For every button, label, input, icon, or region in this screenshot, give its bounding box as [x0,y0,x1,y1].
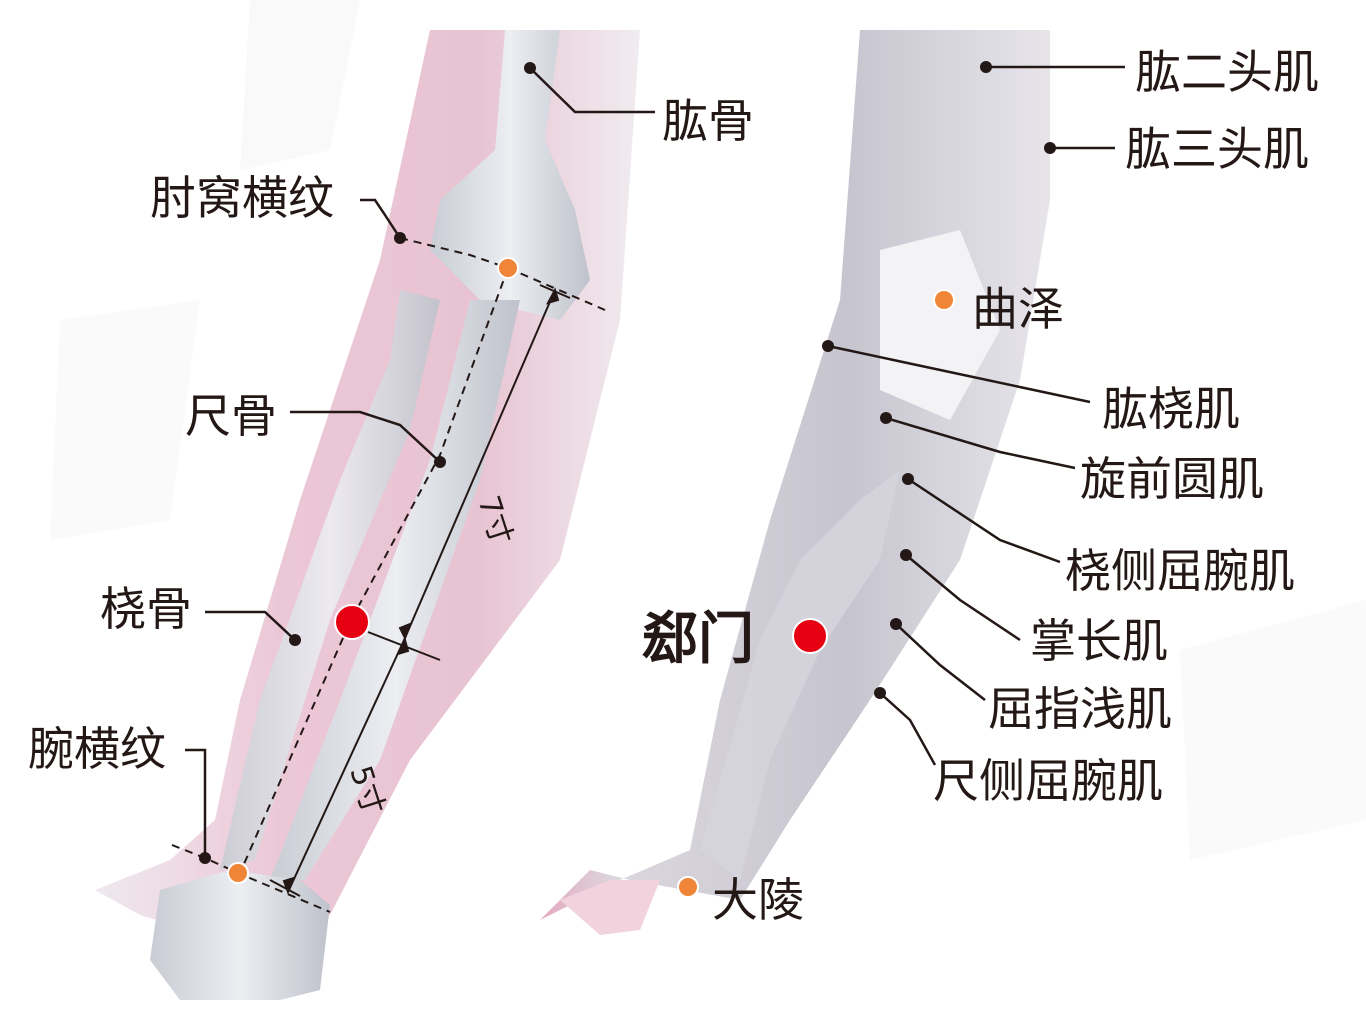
right-forearm-tendons [700,470,900,880]
left-leader-dots [199,62,536,864]
right-arm-tendon-sheet [880,230,1000,420]
ulna-bone [270,300,520,880]
label-biceps: 肱二头肌 [1135,45,1319,99]
label-humerus: 肱骨 [662,94,754,148]
right-leader-lines [827,65,1125,766]
label-brachioradialis: 肱桡肌 [1102,382,1240,436]
measurement-lines [269,284,571,897]
daling-point [677,876,699,898]
label-quze: 曲泽 [972,282,1064,336]
daling-point-left [227,862,249,884]
watermark [50,0,1366,860]
label-elbow-crease: 肘窝横纹 [150,171,334,225]
label-flexor-digitorum-superficialis: 屈指浅肌 [988,682,1172,736]
right-arm-illustration [540,30,1050,935]
carpal-bones [150,870,330,1000]
quze-point [933,289,955,311]
left-leader-lines [185,67,655,858]
crease-lines [171,237,606,913]
label-daling: 大陵 [712,873,804,927]
label-palmaris-longus: 掌长肌 [1030,614,1168,668]
label-flexor-carpi-radialis: 桡侧屈腕肌 [1065,544,1295,598]
label-ulna: 尺骨 [185,389,277,443]
right-hand-skin [560,880,660,935]
humerus-bone [430,30,590,320]
right-leader-dots [822,61,1056,699]
ximen-point [792,618,828,654]
label-pronator-teres: 旋前圆肌 [1080,452,1264,506]
label-flexor-carpi-ulnaris: 尺侧屈腕肌 [933,754,1163,808]
radius-bone [220,290,440,870]
label-radius: 桡骨 [100,582,192,636]
ximen-point-left [334,604,370,640]
label-wrist-crease: 腕横纹 [28,722,166,776]
label-ximen-main: 郄门 [642,607,754,672]
quze-point-left [497,257,519,279]
label-triceps: 肱三头肌 [1125,122,1309,176]
